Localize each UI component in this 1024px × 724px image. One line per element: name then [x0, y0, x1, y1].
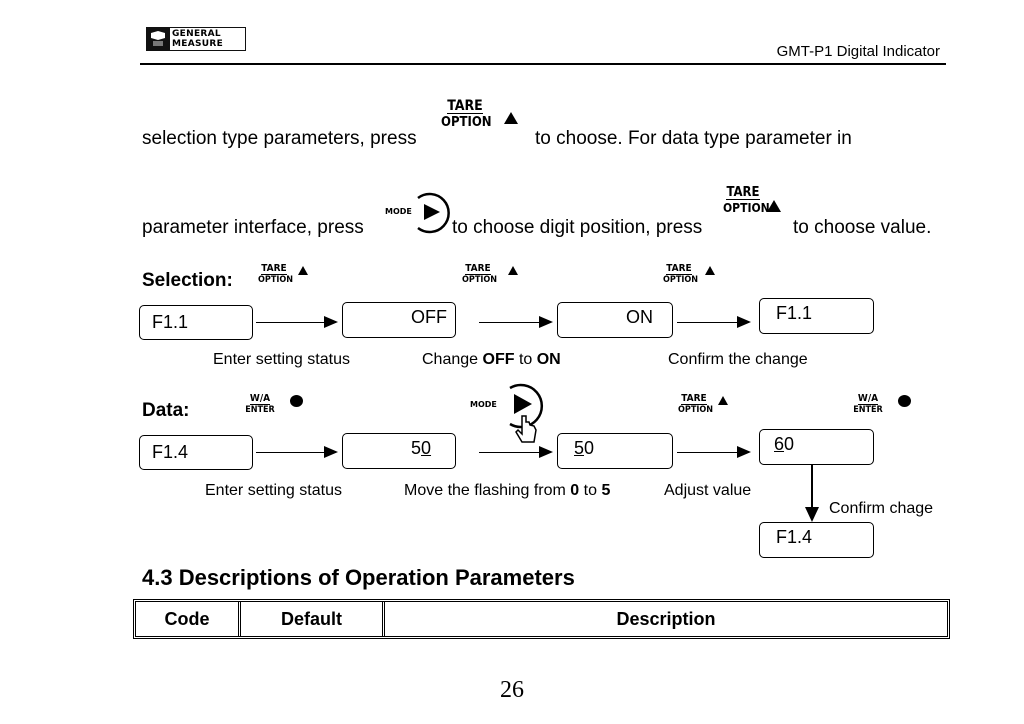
- data-step1-label: Enter setting status: [205, 482, 342, 499]
- table-header-default: Default: [241, 602, 385, 636]
- selection-step1-label: Enter setting status: [213, 351, 350, 368]
- intro-line1-b: to choose. For data type parameter in: [535, 128, 852, 149]
- mode-key-press-icon: [509, 383, 544, 443]
- document-header-title: GMT-P1 Digital Indicator: [776, 43, 940, 60]
- tare-option-key-icon-data: TARE OPTION: [678, 393, 714, 415]
- parameters-table-header: Code Default Description: [133, 599, 950, 639]
- data-box-1: F1.4: [139, 435, 253, 470]
- tare-option-key-icon-sel3: TARE OPTION: [663, 263, 699, 285]
- selection-step3-label: Confirm the change: [668, 351, 808, 368]
- tare-option-key-icon-sel1: TARE OPTION: [258, 263, 294, 285]
- selection-box-3: ON: [557, 302, 673, 338]
- up-triangle-icon-sel1: [298, 266, 308, 275]
- down-arrow: [805, 465, 819, 522]
- intro-line2-a: parameter interface, press: [142, 217, 364, 238]
- selection-arrow-1: [256, 316, 338, 328]
- wa-enter-key-icon-2: W/A ENTER: [853, 393, 883, 415]
- intro-line1-a: selection type parameters, press: [142, 128, 417, 149]
- intro-line2-b: to choose digit position, press: [452, 217, 703, 238]
- mode-key-label: MODE: [385, 207, 412, 216]
- data-arrow-2: [479, 446, 553, 458]
- dot-icon-2: [898, 395, 911, 407]
- page-number: 26: [500, 677, 524, 703]
- data-arrow-1: [256, 446, 338, 458]
- selection-arrow-2: [479, 316, 553, 328]
- tare-option-key-icon-sel2: TARE OPTION: [462, 263, 498, 285]
- data-arrow-3: [677, 446, 751, 458]
- mode-key-icon: [417, 192, 450, 234]
- wa-enter-key-icon-1: W/A ENTER: [245, 393, 275, 415]
- up-triangle-icon-2: [767, 200, 781, 212]
- dot-icon-1: [290, 395, 303, 407]
- data-label: Data:: [142, 400, 190, 421]
- up-triangle-icon-sel3: [705, 266, 715, 275]
- up-triangle-icon: [504, 112, 518, 124]
- up-triangle-icon-data: [718, 396, 728, 405]
- header-divider: [140, 63, 946, 65]
- selection-box-1: F1.1: [139, 305, 253, 340]
- selection-arrow-3: [677, 316, 751, 328]
- general-measure-logo: GENERAL MEASURE: [146, 27, 246, 51]
- selection-label: Selection:: [142, 270, 233, 291]
- data-box-2: 50: [342, 433, 456, 469]
- table-header-description: Description: [616, 608, 716, 629]
- data-step2-label: Move the flashing from 0 to 5: [404, 482, 611, 499]
- data-box-3: 50: [557, 433, 673, 469]
- selection-box-2: OFF: [342, 302, 456, 338]
- tare-option-key-icon-2: TARE OPTION: [723, 185, 770, 215]
- section-heading: 4.3 Descriptions of Operation Parameters: [142, 565, 575, 590]
- up-triangle-icon-sel2: [508, 266, 518, 275]
- intro-line2-c: to choose value.: [793, 217, 932, 238]
- mode-key-label-data: MODE: [470, 400, 497, 409]
- selection-box-4: F1.1: [759, 298, 874, 334]
- logo-line1: GENERAL: [172, 29, 221, 39]
- data-box-5: F1.4: [759, 522, 874, 558]
- logo-mark-icon: [146, 27, 170, 51]
- tare-option-key-icon: TARE OPTION: [441, 98, 492, 130]
- table-header-code: Code: [136, 602, 241, 636]
- selection-step2-label: Change OFF to ON: [422, 351, 561, 368]
- data-box-4: 60: [759, 429, 874, 465]
- data-step4-label: Confirm chage: [829, 500, 934, 517]
- data-step3-label: Adjust value: [664, 482, 752, 499]
- logo-line2: MEASURE: [172, 39, 224, 49]
